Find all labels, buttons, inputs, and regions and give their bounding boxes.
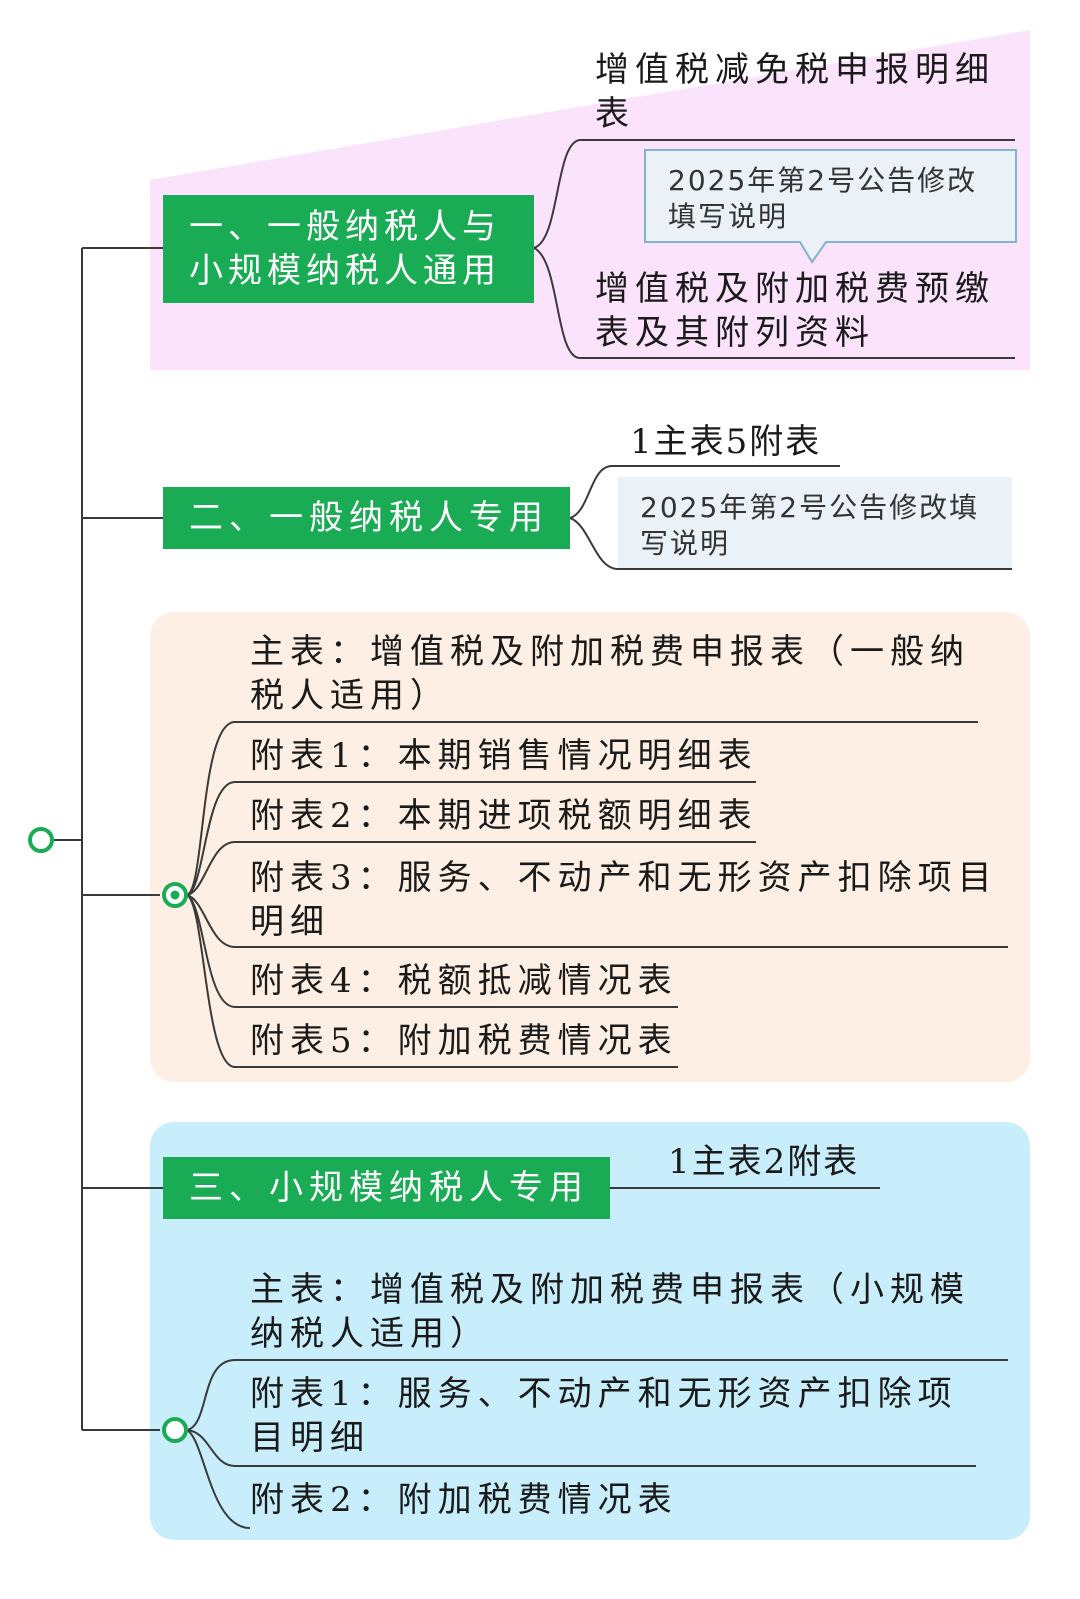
b1-child-2-link [533,247,1015,359]
b2-child-1: 1主表5附表 [630,422,822,462]
b3-child-2: 附表1：本期销售情况明细表 [250,736,758,776]
b4-child-1: 主表：增值税及附加税费申报表（小规模纳税人适用） [250,1270,970,1354]
b4-child-1-link [186,1359,1008,1431]
note-1-box [644,149,1017,264]
b1-child-2: 增值税及附加税费预缴表及其附列资料 [595,269,995,353]
b2-child-1-link [569,465,840,519]
branch-4-marker[interactable] [162,1417,188,1443]
b4-child-2: 附表1：服务、不动产和无形资产扣除项目明细 [250,1374,958,1458]
group-4-background [150,1122,1030,1540]
branch-4-label: 三、小规模纳税人专用 [189,1168,589,1208]
root-marker[interactable] [28,827,54,853]
branch-4-node[interactable]: 三、小规模纳税人专用 [163,1157,610,1219]
branch-2-label: 二、一般纳税人专用 [189,498,549,538]
branch-1-label: 一、一般纳税人与小规模纳税人通用 [189,207,501,291]
b1-child-1: 增值税减免税申报明细表 [595,50,995,134]
note-2: 2025年第2号公告修改填写说明 [640,491,980,560]
b3-child-4: 附表3：服务、不动产和无形资产扣除项目明细 [250,858,998,942]
note-1: 2025年第2号公告修改填写说明 [668,164,978,233]
b3-child-1-link [186,721,978,896]
b3-child-6-link [186,894,678,1068]
b2-note-link [569,517,619,570]
b3-child-6: 附表5：附加税费情况表 [250,1021,678,1061]
note-2-box [618,477,1012,569]
b3-child-5: 附表4：税额抵减情况表 [250,961,678,1001]
branch-1-node[interactable]: 一、一般纳税人与小规模纳税人通用 [163,195,534,303]
b4-summary: 1主表2附表 [668,1142,860,1182]
b4-child-2-link [186,1429,976,1467]
b4-child-3: 附表2：附加税费情况表 [250,1480,678,1520]
b3-child-2-link [186,781,756,896]
group-3-background [150,612,1030,1082]
b3-child-4-link [186,894,1008,948]
branch-3-marker-dot [170,890,180,900]
b4-child-3-link [186,1429,251,1529]
b3-child-3: 附表2：本期进项税额明细表 [250,796,758,836]
branch-2-node[interactable]: 二、一般纳税人专用 [163,487,570,549]
b3-child-3-link [186,841,756,896]
b3-child-1: 主表：增值税及附加税费申报表（一般纳税人适用） [250,632,970,716]
b1-child-1-link [533,139,1015,249]
